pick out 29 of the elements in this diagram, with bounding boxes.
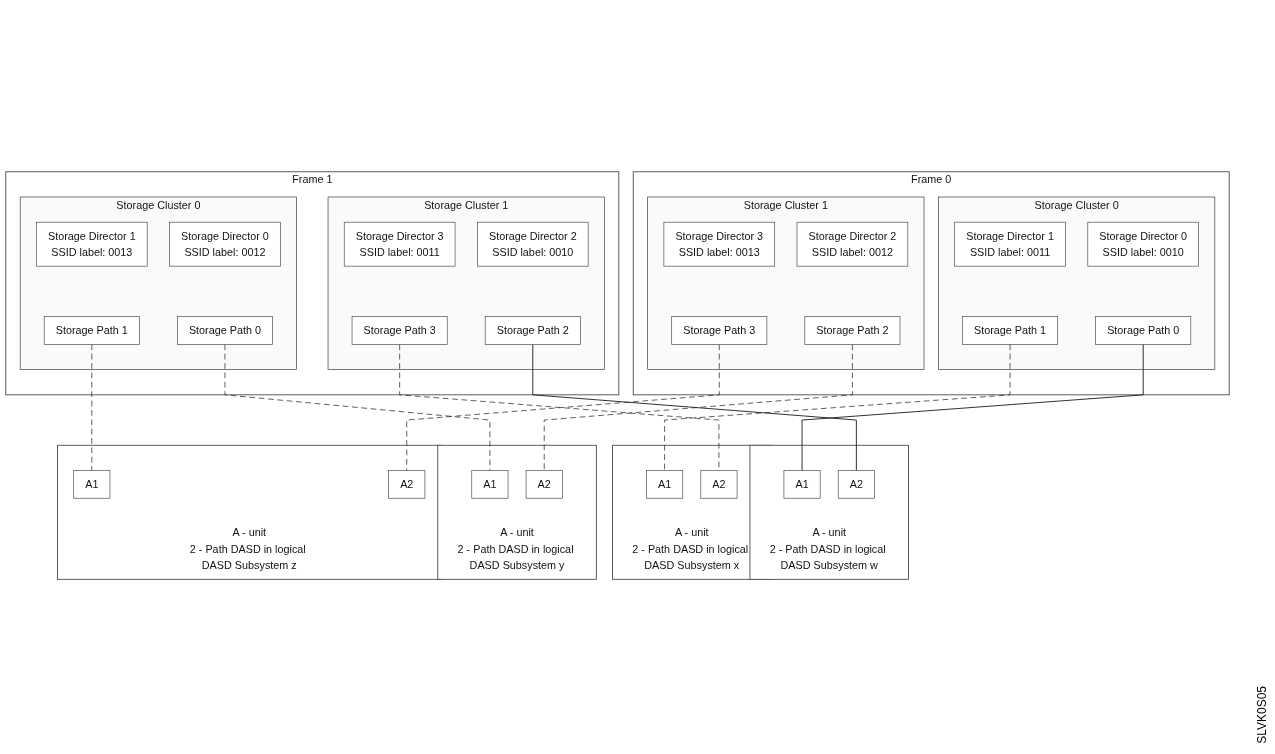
figure-code: SLVK0S05 — [1255, 686, 1269, 744]
node-box: A2 — [837, 470, 875, 499]
node-box: A2 — [525, 470, 563, 499]
node-box: Storage Director 2 SSID label: 0012 — [796, 221, 909, 267]
node-box: Storage Director 3 SSID label: 0013 — [663, 221, 776, 267]
connector — [664, 344, 1011, 471]
node-box: Storage Path 1 — [43, 316, 140, 345]
connector — [224, 344, 491, 471]
node-box: A2 — [700, 470, 738, 499]
node-box: Storage Path 3 — [351, 316, 448, 345]
node-box: Storage Path 2 — [484, 316, 581, 345]
connector — [801, 343, 1144, 471]
node-box: A1 — [783, 470, 821, 499]
node-box: Storage Path 0 — [177, 316, 273, 345]
node-box: Storage Director 1 SSID label: 0013 — [36, 221, 148, 267]
node-box: Storage Path 2 — [804, 316, 901, 345]
node-box: Storage Director 2 SSID label: 0010 — [477, 221, 589, 267]
node-box: A1 — [471, 470, 509, 499]
node-box: Storage Director 0 SSID label: 0010 — [1087, 221, 1199, 267]
node-box: Storage Director 0 SSID label: 0012 — [169, 221, 281, 267]
node-box: Storage Path 0 — [1095, 316, 1192, 345]
node-box: Storage Path 3 — [671, 316, 768, 345]
connector — [91, 344, 93, 471]
node-box: Storage Director 3 SSID label: 0011 — [343, 221, 456, 267]
node-box: A2 — [388, 470, 426, 499]
node-box: A1 — [73, 470, 111, 499]
node-box: Storage Director 1 SSID label: 0011 — [954, 221, 1066, 267]
node-box: Storage Path 1 — [962, 316, 1058, 345]
node-box: A1 — [646, 470, 684, 499]
